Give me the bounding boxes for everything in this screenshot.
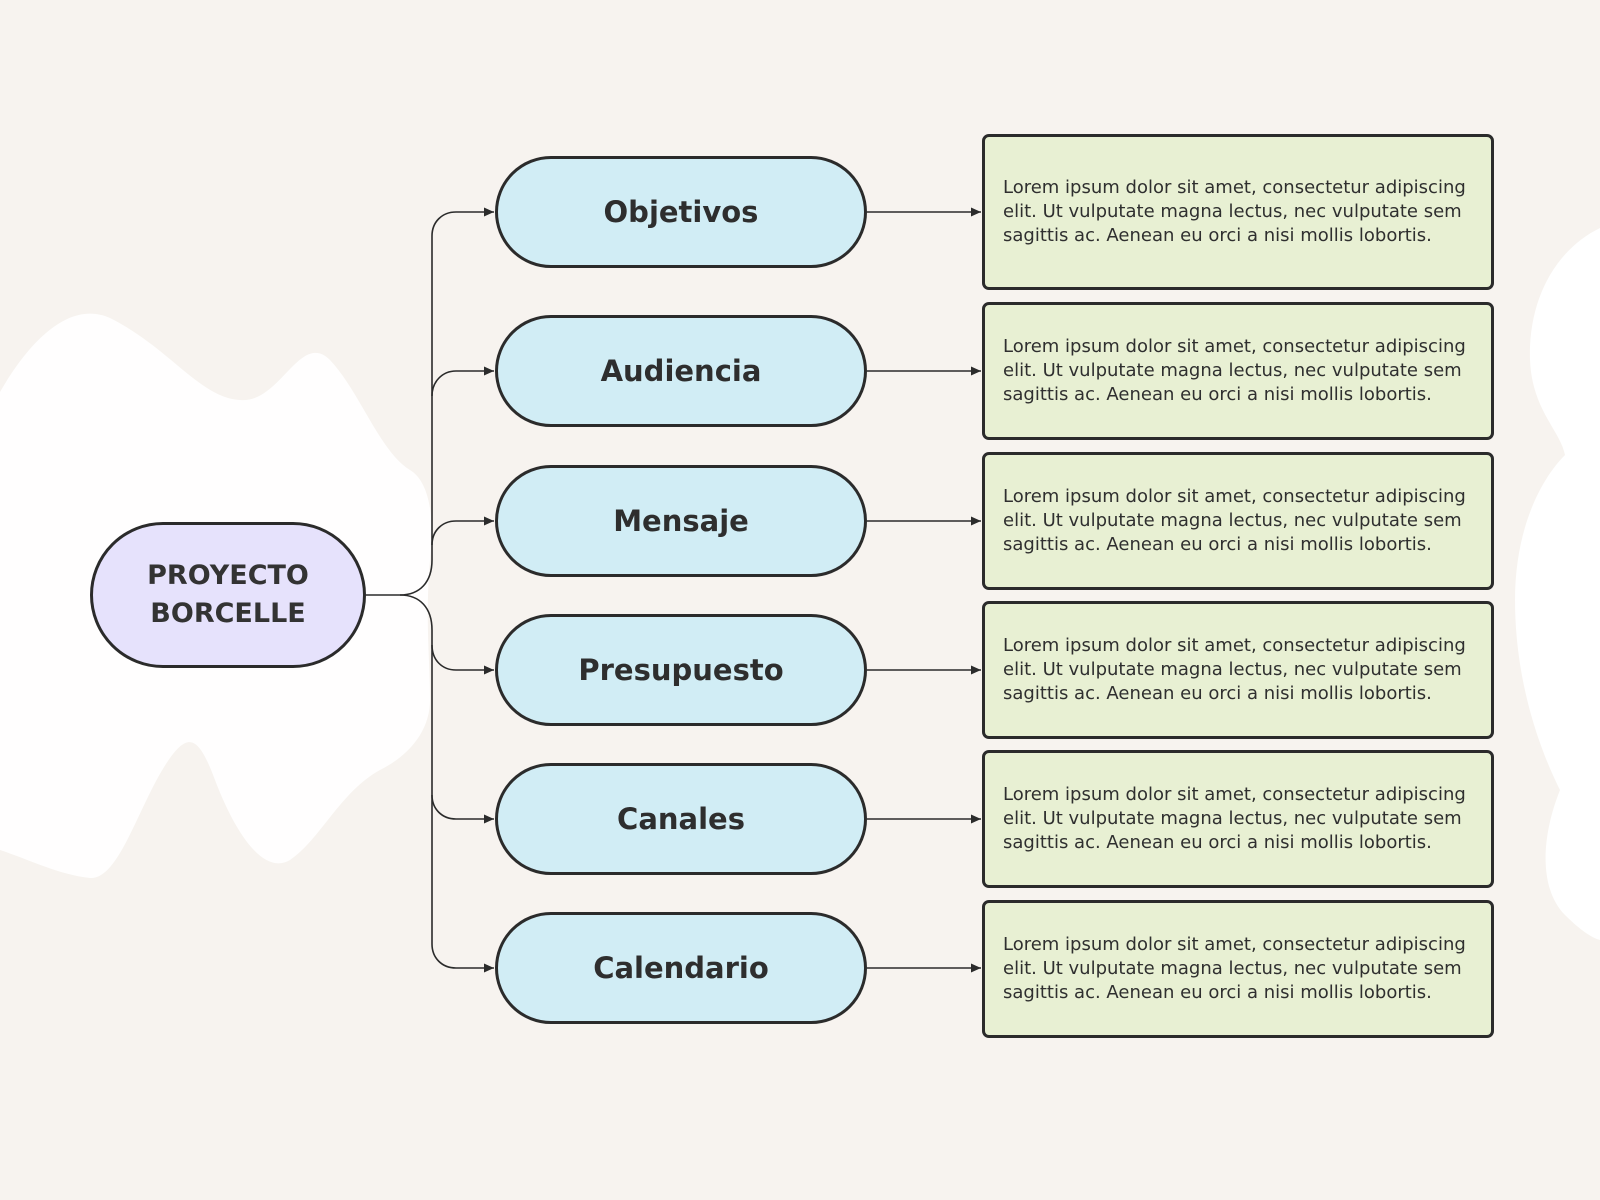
topic-label: Mensaje	[613, 504, 749, 538]
description-text: Lorem ipsum dolor sit amet, consectetur …	[1003, 177, 1466, 246]
connector-root-lower	[399, 594, 494, 973]
root-label: PROYECTO BORCELLE	[147, 560, 309, 629]
description-text: Lorem ipsum dolor sit amet, consectetur …	[1003, 635, 1466, 704]
right-blob	[1515, 228, 1600, 940]
topic-label: Audiencia	[600, 354, 762, 388]
description-text: Lorem ipsum dolor sit amet, consectetur …	[1003, 336, 1466, 405]
description-text: Lorem ipsum dolor sit amet, consectetur …	[1003, 486, 1466, 555]
topic-node-objetivos: Objetivos	[495, 156, 867, 268]
topic-label: Canales	[617, 802, 745, 836]
connector-to-canales	[431, 794, 494, 824]
topic-label: Presupuesto	[578, 653, 784, 687]
root-node: PROYECTO BORCELLE	[90, 522, 366, 668]
description-text: Lorem ipsum dolor sit amet, consectetur …	[1003, 934, 1466, 1003]
topic-node-canales: Canales	[495, 763, 867, 875]
description-box-mensaje: Lorem ipsum dolor sit amet, consectetur …	[982, 452, 1494, 590]
description-box-audiencia: Lorem ipsum dolor sit amet, consectetur …	[982, 302, 1494, 440]
description-box-presupuesto: Lorem ipsum dolor sit amet, consectetur …	[982, 601, 1494, 739]
topic-node-audiencia: Audiencia	[495, 315, 867, 427]
topic-node-mensaje: Mensaje	[495, 465, 867, 577]
connector-to-presupuesto	[431, 644, 494, 675]
connector-root-upper	[399, 207, 494, 596]
connector-to-audiencia	[431, 366, 494, 397]
topic-node-presupuesto: Presupuesto	[495, 614, 867, 726]
topic-label: Calendario	[593, 951, 769, 985]
topic-label: Objetivos	[603, 195, 759, 229]
description-box-canales: Lorem ipsum dolor sit amet, consectetur …	[982, 750, 1494, 888]
description-text: Lorem ipsum dolor sit amet, consectetur …	[1003, 784, 1466, 853]
description-box-calendario: Lorem ipsum dolor sit amet, consectetur …	[982, 900, 1494, 1038]
connector-to-mensaje	[431, 516, 494, 546]
description-box-objetivos: Lorem ipsum dolor sit amet, consectetur …	[982, 134, 1494, 290]
topic-node-calendario: Calendario	[495, 912, 867, 1024]
